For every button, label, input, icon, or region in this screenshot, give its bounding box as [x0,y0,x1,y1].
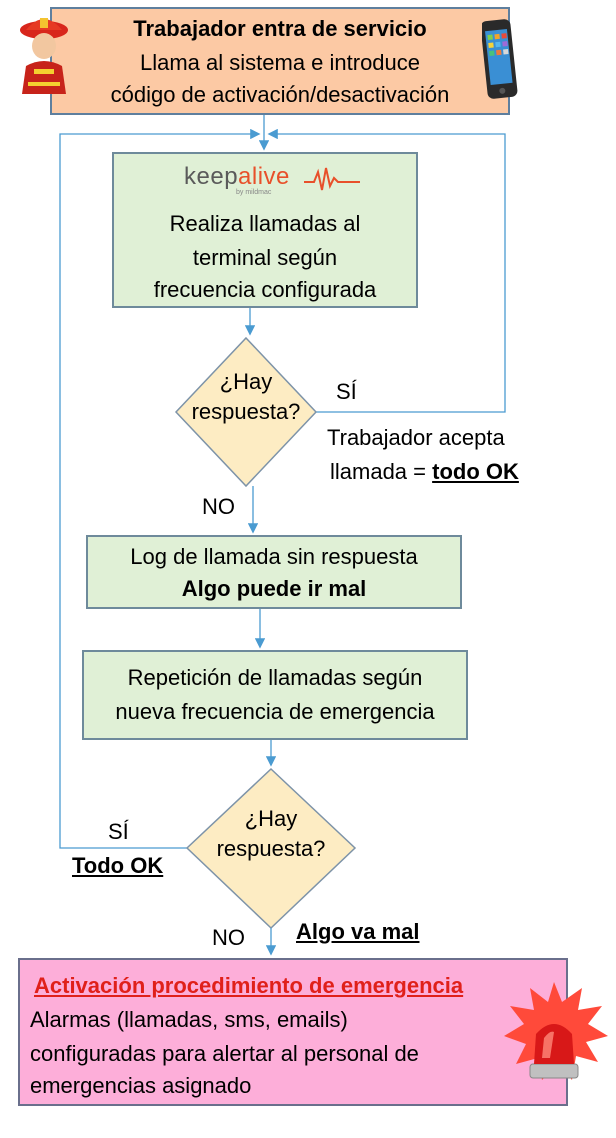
log-line2: Algo puede ir mal [181,576,367,601]
logo-word-alive: alive [238,163,290,190]
decision1-yes-note2-emph: todo OK [432,459,519,484]
emergency-line2: configuradas para alertar al personal de [30,1041,419,1066]
decision1-text: ¿Hay respuesta? [176,367,316,427]
logo-sub: by mildmac [236,189,272,196]
decision2-no-note: Algo va mal [296,919,420,944]
decision2-text: ¿Hay respuesta? [201,804,341,864]
decision2-no-label: NO [212,925,245,950]
logo-word-keep: keep [184,163,239,190]
log-box: Log de llamada sin respuesta Algo puede … [86,535,462,609]
calls-line1: Realiza llamadas al [169,211,361,236]
smartphone-icon [482,19,518,99]
emergency-line1: Alarmas (llamadas, sms, emails) [30,1007,348,1032]
repeat-line2: nueva frecuencia de emergencia [115,699,435,724]
decision1-yes-label: SÍ [336,379,357,404]
decision2-yes-note: Todo OK [72,853,164,878]
decision1-yes-note1: Trabajador acepta [327,425,505,450]
calls-box: keepalive by mildmac Realiza llamadas al… [112,152,418,308]
log-line1: Log de llamada sin respuesta [130,544,418,569]
decision1-yes-note2-prefix: llamada = [330,459,433,484]
decision1-no-label: NO [202,494,235,519]
heartbeat-icon [304,167,360,191]
decision1-line1: ¿Hay [219,369,273,394]
decision2-yes-label: SÍ [108,819,129,844]
keepalive-logo: keepalive by mildmac [114,162,416,200]
alarm-siren-icon [504,982,608,1080]
calls-line2: terminal según [192,245,338,270]
firefighter-icon [20,18,68,94]
decision1-yes-note2: llamada = todo OK [330,458,519,486]
start-title: Trabajador entra de servicio [133,16,427,41]
repeat-box: Repetición de llamadas según nueva frecu… [82,650,468,740]
start-box: Trabajador entra de servicio Llama al si… [50,7,510,115]
emergency-title: Activación procedimiento de emergencia [34,973,464,998]
loop-decision1-yes [267,128,506,413]
repeat-line1: Repetición de llamadas según [127,665,423,690]
loop-decision2-yes [59,128,261,849]
start-line2: código de activación/desactivación [110,82,450,107]
emergency-line3: emergencias asignado [30,1073,252,1098]
calls-line3: frecuencia configurada [153,277,377,302]
decision2-line2: respuesta? [216,836,326,861]
emergency-box: Activación procedimiento de emergencia A… [18,958,568,1106]
decision1-diamond [174,336,318,488]
start-line1: Llama al sistema e introduce [139,50,421,75]
decision1-line2: respuesta? [191,399,301,424]
decision2-line1: ¿Hay [244,806,298,831]
